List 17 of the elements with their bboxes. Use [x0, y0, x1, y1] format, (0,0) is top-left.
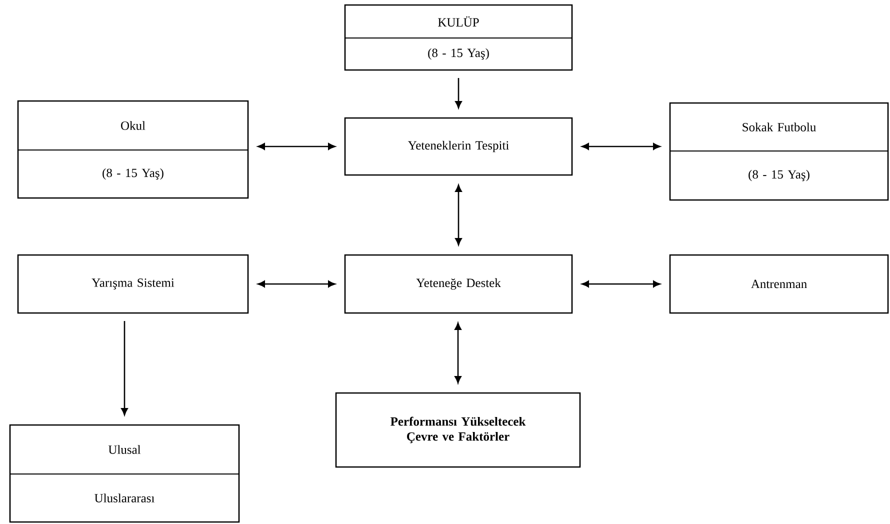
process-box: Performansı Yükseltecek Çevre ve Faktörler — [335, 392, 581, 468]
arrow — [582, 280, 660, 288]
process-box: Yeteneklerin Tespiti — [344, 117, 573, 176]
process-box: Sokak Futbolu (8 - 15 Yaş) — [669, 102, 889, 201]
arrow — [582, 143, 660, 150]
process-box: Antrenman — [669, 254, 889, 314]
arrow — [121, 321, 128, 416]
process-box: Yarışma Sistemi — [17, 254, 249, 314]
process-box: Okul (8 - 15 Yaş) — [17, 100, 249, 199]
process-box: Ulusal Uluslararası — [9, 424, 240, 523]
arrow — [258, 280, 336, 288]
process-box: Yeteneğe Destek — [344, 254, 573, 314]
arrow — [258, 143, 336, 150]
arrow — [454, 322, 462, 384]
process-box: KULÜP (8 - 15 Yaş) — [344, 4, 573, 71]
arrow — [455, 78, 462, 108]
arrow — [455, 184, 462, 246]
